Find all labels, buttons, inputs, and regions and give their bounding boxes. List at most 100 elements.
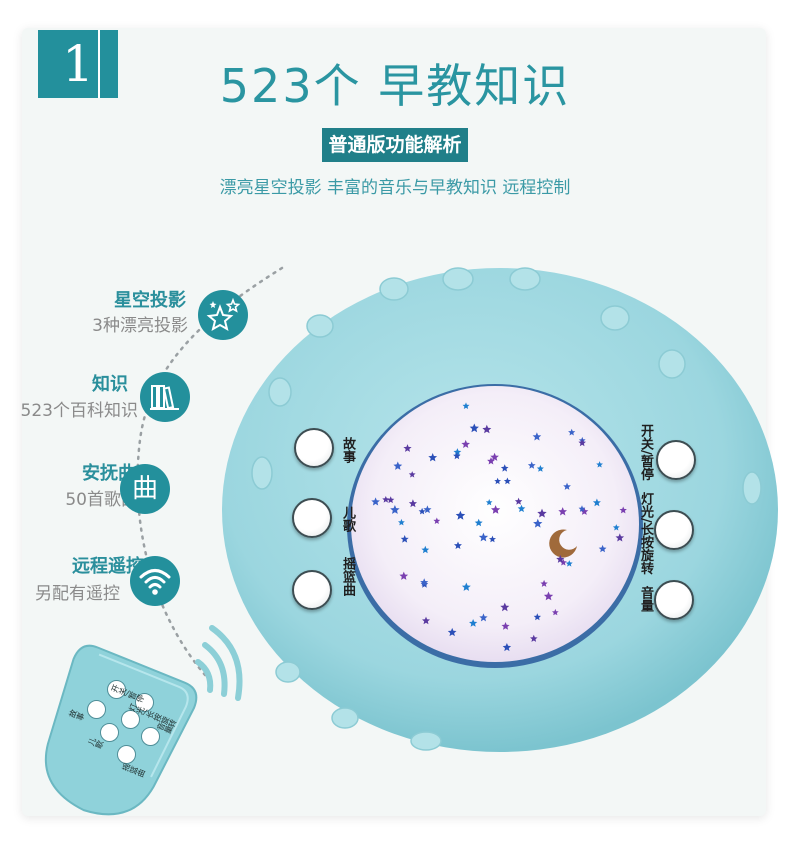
projection-star [428, 453, 438, 462]
version-badge-wrap: 普通版功能解析 [0, 128, 790, 162]
feature-title: 星空投影 [114, 290, 186, 311]
projection-star [552, 608, 559, 616]
feature-subtitle: 523个百科知识 [20, 401, 138, 421]
device-label-lullaby: 摇篮曲 [340, 557, 355, 596]
device-label-kids-songs: 儿歌 [340, 506, 355, 532]
projection-star [478, 532, 489, 542]
remote-button-2[interactable] [135, 693, 154, 712]
projection-star [556, 555, 565, 563]
projection-star [455, 510, 466, 520]
feature-title: 知识 [92, 374, 128, 395]
device-button-left-3[interactable] [292, 570, 332, 610]
projection-star [408, 499, 417, 508]
section-number: 1 [62, 35, 94, 93]
device-label-story: 故事 [340, 437, 355, 463]
books-icon [140, 372, 190, 422]
remote-button-6[interactable] [141, 727, 160, 746]
projection-star [559, 558, 567, 566]
projection-star [578, 505, 586, 512]
projection-star [565, 560, 573, 567]
projection-star [462, 402, 470, 409]
badge-divider [98, 30, 100, 98]
device-button-right-2[interactable] [654, 510, 694, 550]
projection-star [390, 505, 400, 514]
projection-star [537, 508, 547, 518]
star-field [371, 402, 627, 652]
projection-star [598, 544, 607, 553]
projection-star [543, 591, 554, 601]
section-number-badge: 1 [38, 30, 118, 98]
projection-star [393, 461, 403, 470]
remote-button-7[interactable] [117, 745, 136, 764]
qu-character-icon: 曲 [120, 464, 170, 514]
projection-star [469, 619, 478, 627]
projection-star [568, 428, 576, 436]
projection-star [500, 464, 509, 472]
remote-button-1[interactable] [107, 680, 126, 699]
projection-star [592, 498, 601, 507]
projection-star [494, 477, 501, 485]
projection-star [400, 535, 409, 543]
feature-subtitle: 3种漂亮投影 [92, 316, 188, 336]
projection-star [382, 496, 390, 503]
device-button-left-2[interactable] [292, 498, 332, 538]
projection-star [420, 578, 429, 586]
projection-star [580, 507, 589, 515]
device-label-power-pause: 开关/暂停 [638, 424, 653, 481]
projection-star [403, 444, 412, 452]
projection-star [533, 518, 543, 528]
wifi-icon [130, 556, 180, 606]
projection-star [454, 541, 462, 549]
feature-title: 远程遥控 [72, 556, 144, 577]
projection-star [461, 582, 471, 591]
feature-subtitle: 另配有遥控 [35, 584, 120, 604]
projection-star [540, 579, 548, 587]
projection-star [490, 452, 499, 461]
projection-star [398, 518, 405, 526]
projection-star [578, 438, 586, 447]
projection-star [474, 518, 483, 527]
stars-icon [198, 290, 248, 340]
projection-star [433, 517, 441, 524]
projection-star [514, 497, 523, 505]
projection-star [423, 505, 432, 514]
projection-star [371, 497, 380, 506]
projection-star [482, 424, 492, 434]
device-label-volume: 音量 [638, 586, 653, 612]
projection-star [612, 524, 620, 531]
projection-star [517, 504, 526, 513]
device-label-light-rotate: 灯光/长按旋转 [638, 492, 653, 575]
projection-star [500, 602, 510, 612]
page-title: 523个 早教知识 [219, 59, 571, 113]
projection-star [469, 423, 479, 433]
remote-button-5[interactable] [100, 723, 119, 742]
projection-star [536, 465, 544, 472]
projection-star [421, 545, 430, 554]
projection-star [461, 439, 470, 448]
device-button-left-1[interactable] [294, 428, 334, 468]
projection-star [619, 506, 627, 514]
projection-star [502, 643, 512, 652]
projection-star [408, 471, 416, 478]
projection-star [596, 461, 603, 468]
page-subtitle: 漂亮星空投影 丰富的音乐与早教知识 远程控制 [219, 178, 571, 198]
projection-star [491, 505, 501, 514]
projection-star [453, 452, 461, 460]
projection-star [501, 622, 510, 630]
projection-star [485, 499, 493, 506]
remote-button-3[interactable] [87, 700, 106, 719]
projection-star [532, 432, 542, 441]
device-button-right-1[interactable] [656, 440, 696, 480]
projection-star [563, 482, 571, 490]
signal-waves-icon [195, 625, 243, 701]
projection-star [399, 571, 409, 580]
projection-star [558, 507, 567, 516]
projection-star [387, 496, 395, 504]
remote-button-4[interactable] [121, 710, 140, 729]
projection-star [527, 461, 536, 469]
device-button-right-3[interactable] [654, 580, 694, 620]
projection-star [533, 613, 541, 621]
projection-star [530, 634, 538, 642]
